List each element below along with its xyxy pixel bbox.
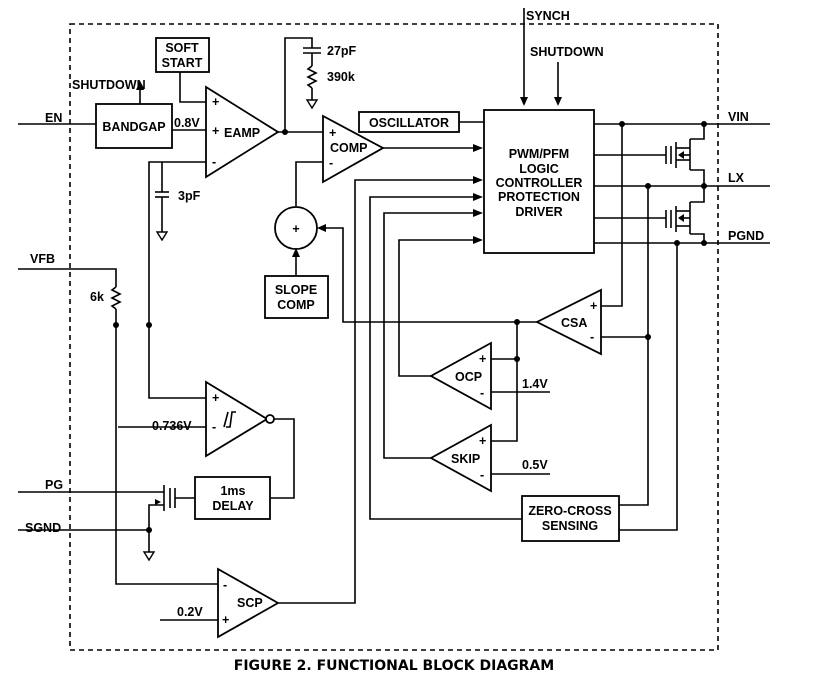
skip-label: SKIP bbox=[451, 452, 480, 466]
oscillator-block bbox=[358, 111, 460, 133]
controller-block bbox=[483, 109, 595, 254]
scp-minus: - bbox=[223, 578, 227, 592]
pin-synch: SYNCH bbox=[526, 9, 570, 23]
ocp-comparator bbox=[429, 341, 492, 411]
skip-comparator bbox=[429, 423, 492, 493]
oscillator-label: OSCILLATOR bbox=[369, 116, 449, 130]
csa-label: CSA bbox=[561, 316, 587, 330]
soft-start-label-2: START bbox=[162, 56, 203, 70]
figure-caption: FIGURE 2. FUNCTIONAL BLOCK DIAGRAM bbox=[234, 658, 554, 674]
bandgap-label: BANDGAP bbox=[102, 120, 165, 134]
ref-0-736v-label: 0.736V bbox=[152, 419, 192, 433]
pg-comparator-inverter-bubble bbox=[265, 414, 275, 424]
comp-label: COMP bbox=[330, 141, 368, 155]
slope-comp-label-2: COMP bbox=[277, 298, 315, 312]
ocp-plus: + bbox=[479, 352, 486, 366]
ref-0-5v-label: 0.5V bbox=[522, 458, 548, 472]
ocp-minus: - bbox=[480, 386, 484, 400]
slope-comp-label-1: SLOPE bbox=[275, 283, 317, 297]
pg-comparator-minus: - bbox=[212, 420, 216, 434]
delay-label-2: DELAY bbox=[212, 499, 254, 513]
eamp-label: EAMP bbox=[224, 126, 260, 140]
junctions bbox=[113, 121, 707, 533]
skip-minus: - bbox=[480, 468, 484, 482]
controller-label-3: CONTROLLER bbox=[496, 176, 583, 190]
eamp-minus: - bbox=[212, 155, 216, 169]
pin-pg: PG bbox=[45, 478, 63, 492]
controller-label-4: PROTECTION bbox=[498, 190, 580, 204]
chip-boundary bbox=[69, 23, 719, 651]
cap-3pf-label: 3pF bbox=[178, 189, 201, 203]
scp-comparator bbox=[217, 567, 280, 639]
zero-cross-label-2: SENSING bbox=[542, 519, 598, 533]
delay-block bbox=[194, 476, 271, 520]
cap-27pf-label: 27pF bbox=[327, 44, 357, 58]
shutdown-bandgap-label: SHUTDOWN bbox=[72, 78, 146, 92]
controller-label-1: PWM/PFM bbox=[509, 147, 569, 161]
pg-comparator bbox=[205, 380, 269, 458]
ref-0-2v-label: 0.2V bbox=[177, 605, 203, 619]
pin-vin: VIN bbox=[728, 110, 749, 124]
zero-cross-label-1: ZERO-CROSS bbox=[528, 504, 611, 518]
pin-pgnd: PGND bbox=[728, 229, 764, 243]
pg-mosfet bbox=[163, 485, 176, 511]
slope-comp-block bbox=[264, 275, 329, 319]
bandgap-block bbox=[95, 103, 173, 149]
csa-plus: + bbox=[590, 299, 597, 313]
wiring bbox=[18, 8, 770, 621]
hysteresis-icon-edge bbox=[223, 411, 229, 428]
pin-en: EN bbox=[45, 111, 62, 125]
arrowheads bbox=[136, 81, 562, 562]
eamp-plus: + bbox=[212, 124, 219, 138]
eamp-amplifier bbox=[205, 85, 280, 179]
ocp-label: OCP bbox=[455, 370, 482, 384]
ref-1-4v-label: 1.4V bbox=[522, 377, 548, 391]
high-side-mosfet bbox=[665, 139, 691, 170]
skip-plus: + bbox=[479, 434, 486, 448]
comp-minus: - bbox=[329, 156, 333, 170]
scp-label: SCP bbox=[237, 596, 263, 610]
comp-plus: + bbox=[329, 126, 336, 140]
pin-vfb: VFB bbox=[30, 252, 55, 266]
shutdown-top-label: SHUTDOWN bbox=[530, 45, 604, 59]
csa-amplifier bbox=[534, 288, 602, 356]
hysteresis-icon bbox=[226, 411, 236, 428]
scp-plus: + bbox=[222, 613, 229, 627]
controller-label-5: DRIVER bbox=[515, 205, 562, 219]
csa-minus: - bbox=[590, 330, 594, 344]
summing-node bbox=[274, 206, 318, 250]
controller-label-2: LOGIC bbox=[519, 162, 559, 176]
summing-plus: + bbox=[292, 222, 299, 236]
delay-label-1: 1ms bbox=[220, 484, 245, 498]
res-6k-label: 6k bbox=[90, 290, 104, 304]
res-390k-label: 390k bbox=[327, 70, 355, 84]
comp-comparator bbox=[322, 114, 385, 184]
soft-start-block bbox=[155, 37, 210, 73]
zero-cross-block bbox=[521, 495, 620, 542]
pg-comparator-plus: + bbox=[212, 391, 219, 405]
ref-0-8v-label: 0.8V bbox=[174, 116, 200, 130]
pin-lx: LX bbox=[728, 171, 745, 185]
soft-start-label-1: SOFT bbox=[165, 41, 199, 55]
low-side-mosfet bbox=[665, 202, 691, 234]
eamp-plus-top: + bbox=[212, 95, 219, 109]
pin-sgnd: SGND bbox=[25, 521, 61, 535]
